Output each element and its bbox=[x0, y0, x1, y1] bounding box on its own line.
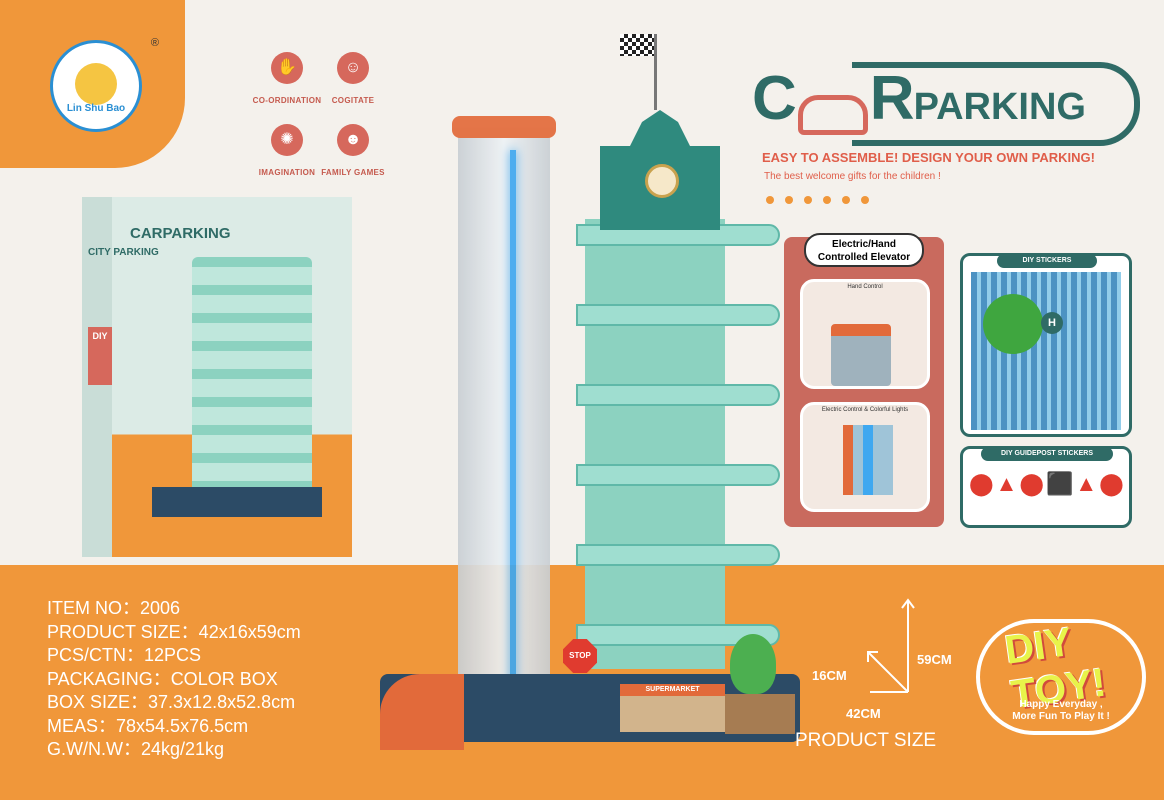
gift-text: The best welcome gifts for the children … bbox=[764, 171, 941, 182]
product-box-image: CARPARKING CITY PARKING DIY bbox=[82, 197, 352, 557]
spec-pcs-ctn: PCS/CTN：12PCS bbox=[47, 645, 202, 665]
box-city-label: CITY PARKING bbox=[88, 247, 159, 258]
road-sign-icons: ⬤▲⬤⬛▲⬤ bbox=[969, 471, 1126, 496]
diy-stickers-panel: H DIY STICKERS bbox=[960, 253, 1132, 437]
tree-icon bbox=[730, 634, 776, 694]
sticker-sheet bbox=[971, 272, 1121, 430]
box-tower-image bbox=[192, 257, 312, 507]
decor-dots bbox=[766, 191, 880, 209]
castle-top bbox=[600, 110, 720, 230]
guidepost-header: DIY GUIDEPOST STICKERS bbox=[981, 447, 1113, 461]
orange-slide bbox=[380, 674, 464, 750]
diy-stickers-header: DIY STICKERS bbox=[997, 254, 1097, 268]
elevator-drum-icon bbox=[831, 324, 891, 386]
coordination-icon: ✋ bbox=[271, 52, 303, 84]
electric-control-photo: Electric Control & Colorful Lights bbox=[800, 402, 930, 512]
hand-control-photo: Hand Control bbox=[800, 279, 930, 389]
clock-icon bbox=[645, 164, 679, 198]
height-label: 59CM bbox=[917, 652, 952, 667]
cogitate-icon: ☺ bbox=[337, 52, 369, 84]
helipad-icon: H bbox=[1041, 312, 1063, 334]
feature-cogitate: ☺ COGITATE bbox=[298, 52, 408, 105]
title-parking: PARKING bbox=[913, 86, 1086, 128]
spiral-ramps bbox=[576, 224, 780, 664]
family-games-icon: ☻ bbox=[337, 124, 369, 156]
spec-box-size: BOX SIZE：37.3x12.8x52.8cm bbox=[47, 692, 296, 712]
spec-packaging: PACKAGING：COLOR BOX bbox=[47, 668, 278, 689]
guidepost-stickers-panel: DIY GUIDEPOST STICKERS ⬤▲⬤⬛▲⬤ bbox=[960, 446, 1132, 528]
spec-weight: G.W/N.W：24kg/21kg bbox=[47, 739, 225, 759]
supermarket-sign: SUPERMARKET bbox=[620, 684, 725, 696]
parking-core bbox=[585, 219, 725, 669]
round-floor-sticker bbox=[983, 294, 1043, 354]
tagline: EASY TO ASSEMBLE! DESIGN YOUR OWN PARKIN… bbox=[762, 150, 1095, 165]
box-base-image bbox=[152, 487, 322, 517]
spec-meas: MEAS：78x54.5x76.5cm bbox=[47, 715, 249, 736]
elevator-feature-panel: Electric/Hand Controlled Elevator Hand C… bbox=[784, 233, 944, 527]
feature-imagination: ✺ IMAGINATION bbox=[232, 124, 342, 177]
feature-family-games: ☻ FAMILY GAMES bbox=[298, 124, 408, 177]
title-pill-frame bbox=[852, 62, 1140, 146]
box-diy-label: DIY bbox=[88, 327, 112, 385]
checkered-flag-icon bbox=[620, 34, 654, 56]
product-image: SUPERMARKET STOP bbox=[380, 34, 800, 750]
stop-sign-icon: STOP bbox=[563, 639, 597, 673]
spec-product-size: PRODUCT SIZE：42x16x59cm bbox=[47, 621, 301, 642]
elevator-cap bbox=[452, 116, 556, 138]
spec-list: ITEM NO：2006 PRODUCT SIZE：42x16x59cm PCS… bbox=[47, 597, 301, 762]
product-size-caption: PRODUCT SIZE bbox=[795, 730, 937, 751]
registered-mark: ® bbox=[150, 37, 159, 49]
title-letter-c: C bbox=[752, 64, 797, 133]
supermarket: SUPERMARKET bbox=[620, 684, 725, 732]
brand-name: Lin Shu Bao bbox=[66, 103, 126, 114]
flag-pole bbox=[654, 34, 657, 110]
light-beam bbox=[510, 150, 516, 690]
log-wall bbox=[725, 694, 795, 734]
brand-logo: ® Lin Shu Bao bbox=[50, 37, 159, 132]
dimension-arrows-icon bbox=[867, 598, 915, 693]
diy-toy-badge: DIY TOY! Happy Everyday , More Fun To Pl… bbox=[976, 613, 1148, 737]
colorful-lights-icon bbox=[843, 425, 893, 495]
box-logo: CARPARKING bbox=[130, 225, 231, 242]
imagination-icon: ✺ bbox=[271, 124, 303, 156]
elevator-header: Electric/Hand Controlled Elevator bbox=[804, 233, 924, 267]
depth-label: 16CM bbox=[812, 668, 847, 683]
spec-item-no: ITEM NO：2006 bbox=[47, 598, 181, 618]
width-label: 42CM bbox=[846, 706, 881, 721]
badge-slogan: Happy Everyday , More Fun To Play It ! bbox=[1012, 699, 1110, 722]
mascot-icon bbox=[75, 63, 117, 105]
badge-background bbox=[976, 619, 1146, 735]
feature-coordination: ✋ CO-ORDINATION bbox=[232, 52, 342, 105]
elevator-tube bbox=[452, 116, 556, 690]
